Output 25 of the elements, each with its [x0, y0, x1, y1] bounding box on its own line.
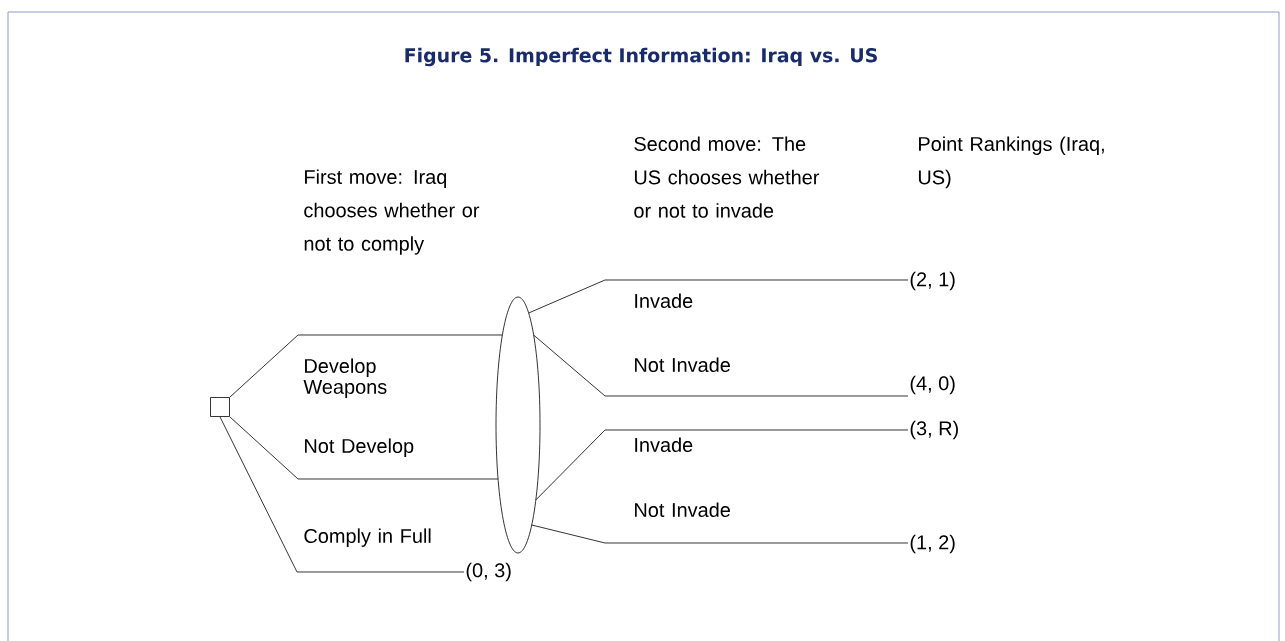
edge-label: Invade — [635, 437, 693, 452]
column-heading: First move: Iraq chooses whether or not to comply — [304, 169, 480, 255]
branch-line — [229, 334, 503, 398]
figure-title: Figure 5. Imperfect Information: Iraq vs. US — [405, 47, 877, 67]
information-set-ellipse — [495, 296, 541, 554]
payoff-text: (4, 0) — [910, 375, 955, 395]
branch-line — [533, 334, 909, 397]
column-heading: Second move: The US chooses whether or not to invade — [634, 136, 820, 218]
edge-label: Comply in Full — [304, 528, 431, 547]
column-heading: Point Rankings (Iraq, US) — [918, 136, 1104, 189]
edge-label: Not Develop — [305, 438, 414, 457]
edge-label: Develop Weapons — [303, 358, 387, 398]
payoff-text: (3, R) — [910, 420, 958, 440]
branch-line — [229, 416, 499, 480]
payoff-text: (2, 1) — [910, 271, 955, 291]
decision-square — [210, 397, 230, 417]
branch-line — [535, 429, 909, 501]
edge-label: Not Invade — [635, 502, 730, 517]
branch-line — [528, 279, 909, 314]
payoff-text: (1, 2) — [910, 534, 955, 554]
branch-line — [219, 416, 465, 573]
payoff-text: (0, 3) — [466, 562, 511, 582]
branch-line — [531, 524, 909, 544]
edge-label: Invade — [635, 293, 693, 308]
edge-label: Not Invade — [635, 357, 730, 372]
